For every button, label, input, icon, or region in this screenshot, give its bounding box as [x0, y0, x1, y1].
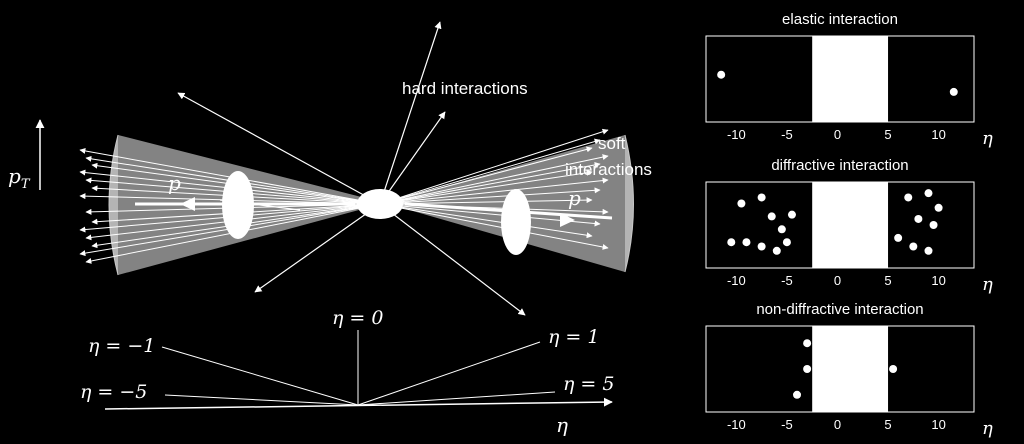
eta-line-minus5: [164, 394, 359, 406]
panel-title: diffractive interaction: [771, 157, 908, 174]
tick-label: 10: [931, 127, 945, 142]
particle-dot: [782, 238, 791, 247]
panel-axis-label: η: [982, 128, 993, 149]
soft-track: [379, 203, 609, 250]
tick-label: 10: [931, 273, 945, 288]
soft-track: [379, 154, 609, 205]
tick-label: 0: [834, 417, 841, 432]
tick-label: -10: [727, 127, 746, 142]
eta-label-1: η = 1: [548, 326, 599, 348]
rapidity-gap-band: [812, 326, 889, 412]
tick-label: -10: [727, 273, 746, 288]
right-cone-cap: [624, 134, 634, 273]
hard-track: [379, 21, 442, 205]
beam-left-arrow: [180, 197, 195, 211]
collision-diagram: hard interactions soft interactions p p …: [8, 21, 652, 437]
pt-axis-label: pT: [8, 164, 31, 192]
collision-point: [357, 189, 403, 219]
particle-dot: [757, 193, 766, 202]
proton-right-label: p: [568, 186, 581, 210]
particle-dot: [727, 238, 736, 247]
particle-dot: [934, 203, 943, 212]
tick-label: 10: [931, 417, 945, 432]
tick-label: -5: [781, 417, 793, 432]
eta-line-minus1: [161, 346, 359, 406]
proton-left: [222, 171, 254, 239]
particle-dot: [924, 189, 933, 198]
particle-dot: [737, 199, 746, 208]
particle-dot: [894, 233, 903, 242]
rapidity-gap-band: [812, 36, 889, 122]
particle-dot: [924, 246, 933, 255]
particle-dot: [803, 365, 812, 373]
particle-dot: [742, 238, 751, 247]
particle-dot: [803, 339, 812, 348]
soft-track: [379, 187, 601, 205]
proton-right: [501, 189, 531, 255]
soft-track: [379, 177, 609, 205]
eta-label-5: η = 5: [563, 373, 614, 395]
tick-label: 5: [884, 273, 891, 288]
proton-left-label: p: [168, 171, 181, 195]
soft-track: [379, 128, 609, 205]
eta-axis: [104, 397, 613, 410]
soft-label-line1: soft: [598, 134, 626, 153]
panel-title: non-diffractive interaction: [756, 301, 923, 318]
panel-2: diffractive interaction -10 -5 0 5 10 η: [705, 157, 993, 295]
particle-dot: [949, 87, 958, 96]
particle-dot: [787, 210, 796, 219]
hard-tracks: [177, 21, 526, 316]
tick-label: 5: [884, 417, 891, 432]
particle-dot: [772, 246, 781, 255]
left-cone-cap: [108, 134, 119, 276]
hard-track: [254, 203, 381, 293]
tick-label: -5: [781, 273, 793, 288]
eta-label-0: η = 0: [332, 307, 383, 329]
soft-track: [379, 162, 601, 205]
eta-lines: [161, 330, 556, 406]
panel-axis-label: η: [982, 418, 993, 439]
panel-axis-label: η: [982, 274, 993, 295]
eta-line-5: [357, 391, 556, 406]
tick-label: 5: [884, 127, 891, 142]
rapidity-gap-band: [812, 182, 889, 268]
panel-1: elastic interaction -10 -5 0 5 10 η: [705, 11, 993, 149]
particle-dot: [717, 70, 726, 79]
soft-track: [379, 203, 593, 239]
soft-track: [379, 146, 593, 205]
eta-label-minus5: η = −5: [80, 381, 147, 403]
eta-axis-label: η: [556, 413, 568, 437]
particle-dot: [904, 193, 913, 202]
tick-label: 0: [834, 127, 841, 142]
tick-label: -10: [727, 417, 746, 432]
particle-dot: [767, 212, 776, 221]
hard-track: [177, 92, 381, 205]
beam-right-arrow: [560, 213, 575, 227]
hard-track: [379, 111, 446, 205]
tick-label: -5: [781, 127, 793, 142]
particle-dot: [757, 242, 766, 251]
particle-dot: [929, 221, 938, 229]
tick-label: 0: [834, 273, 841, 288]
hard-track: [379, 203, 526, 316]
eta-line-1: [357, 341, 541, 406]
particle-dot: [889, 365, 898, 373]
soft-track: [379, 169, 593, 205]
hard-interactions-label: hard interactions: [402, 79, 528, 98]
particle-dot: [914, 214, 923, 223]
panel-3: non-diffractive interaction -10 -5 0 5 10 η: [705, 301, 993, 439]
particle-dot: [777, 225, 786, 234]
eta-label-minus1: η = −1: [88, 335, 155, 357]
soft-label-line2: interactions: [565, 160, 652, 179]
panel-title: elastic interaction: [782, 11, 898, 28]
particle-dot: [909, 242, 918, 251]
particle-dot: [793, 390, 802, 399]
soft-track: [379, 138, 601, 205]
